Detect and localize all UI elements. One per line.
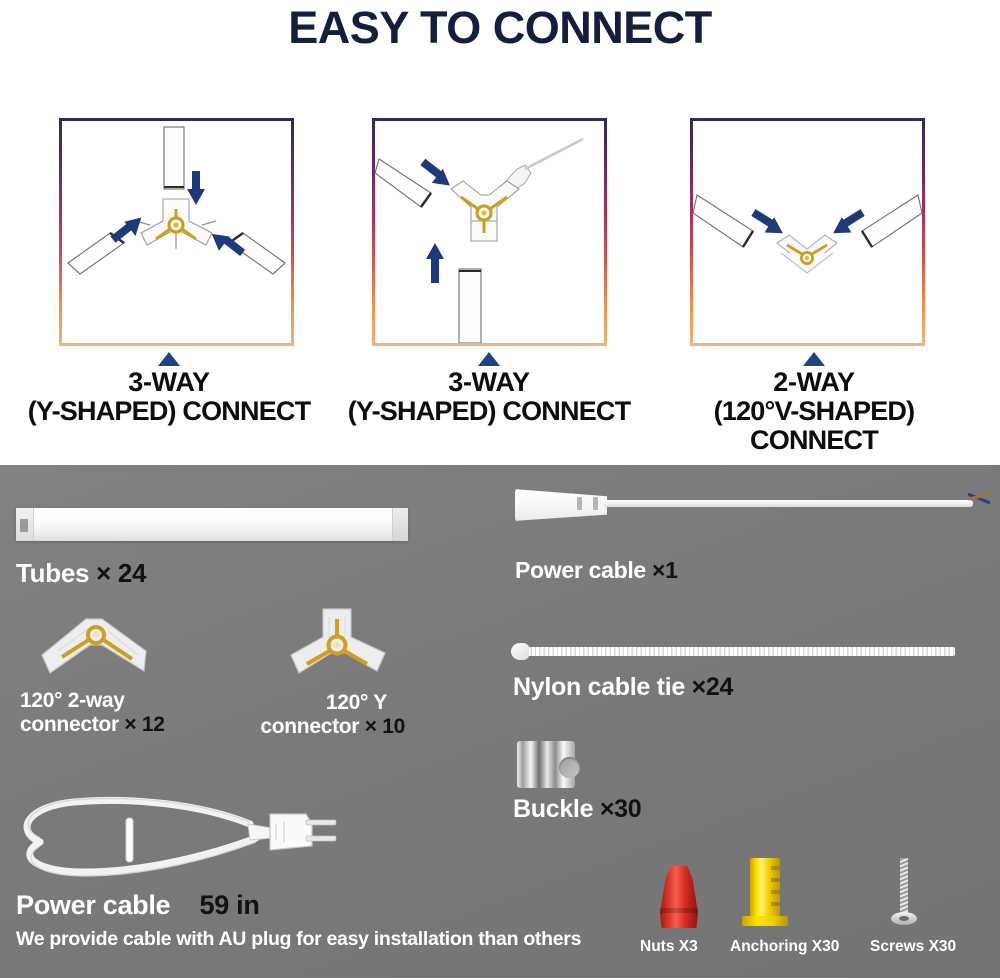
tube-end-right (392, 508, 408, 541)
cable-tie-strap-icon (523, 647, 955, 656)
panel-caption-right: 2-WAY (120°V-SHAPED) CONNECT (655, 352, 973, 455)
diagram-panel-3way-y-left (59, 118, 294, 346)
caption-line-1: 3-WAY (448, 367, 530, 397)
caption-line-1: 2-WAY (773, 367, 855, 397)
diagram-panel-2way-v-right (690, 118, 925, 346)
part-screws: Screws X30 (870, 858, 1000, 968)
part-qty: 59 in (199, 890, 260, 920)
y-connector-icon (290, 608, 386, 674)
wire-nut-icon (660, 866, 698, 928)
part-anchoring: Anchoring X30 (730, 858, 880, 968)
arrow-up-icon (426, 243, 444, 283)
part-buckle: Buckle ×30 (495, 737, 835, 847)
caption-line-1: 3-WAY (128, 367, 210, 397)
anchor-flange (742, 916, 788, 926)
part-qty: ×24 (691, 673, 734, 701)
caption-line-2: (120°V-SHAPED) CONNECT (713, 396, 915, 456)
tube-port-icon (20, 519, 28, 532)
diagram-canvas (62, 121, 291, 343)
part-name-line-1: 120° 2-way (20, 689, 125, 712)
part-note-power-cable: We provide cable with AU plug for easy i… (16, 928, 582, 950)
diagram-panel-3way-y-middle (372, 118, 607, 346)
coiled-power-cable-icon (23, 796, 337, 877)
part-label-2way-connector: 120° 2-way connector × 12 (20, 689, 165, 736)
buckle-icon (517, 741, 580, 788)
part-name: Power cable (515, 557, 646, 583)
y-connector-inverted-diagram-icon (375, 137, 584, 343)
triangle-up-icon (803, 352, 825, 366)
part-qty: × 24 (96, 558, 147, 588)
page-title: EASY TO CONNECT (288, 2, 712, 53)
part-name: Power cable (16, 890, 171, 920)
anchor-notch-2 (771, 878, 780, 882)
arrow-downleft-icon (833, 209, 865, 234)
part-name: Tubes (16, 558, 90, 588)
part-y-connector: 120° Y connector × 10 (225, 603, 445, 748)
part-label-power-cable-2: Power cable 59 in (16, 890, 260, 921)
gradient-frame (59, 118, 294, 346)
arrow-downright-icon (420, 158, 450, 186)
buckle-hole (559, 757, 580, 778)
2way-connector-icon (41, 618, 147, 674)
part-name: Buckle (513, 795, 594, 823)
part-cable-tie: Nylon cable tie ×24 (495, 635, 995, 725)
part-label-tubes: Tubes × 24 (16, 558, 147, 589)
arrow-downright-icon (751, 209, 783, 234)
part-label-nuts: Nuts X3 (640, 938, 698, 955)
part-qty: × 12 (124, 712, 165, 736)
cable-tie-head-icon (511, 643, 529, 660)
screw-shaft-icon (900, 858, 908, 916)
power-cable-wire (603, 500, 973, 507)
arrow-down-icon (187, 171, 205, 205)
led-tube-icon (16, 508, 408, 541)
power-cable-slot-1 (577, 497, 582, 510)
panel-caption-left: 3-WAY (Y-SHAPED) CONNECT (10, 352, 328, 426)
wire-nut-rib (660, 908, 698, 913)
part-power-cable-connector: Power cable ×1 (505, 475, 995, 605)
anchor-notch-1 (771, 866, 780, 870)
part-qty: × 10 (364, 714, 406, 738)
y-connector-diagram-icon (67, 126, 286, 275)
caption-line-2: (Y-SHAPED) CONNECT (347, 396, 631, 427)
part-nuts: Nuts X3 (640, 860, 730, 970)
part-tubes: Tubes × 24 (0, 465, 470, 605)
part-name-line-1: 120° Y (325, 691, 387, 714)
part-name-line-2: connector (260, 714, 360, 738)
part-qty: ×1 (652, 557, 678, 583)
screw-slot (899, 916, 909, 921)
part-label-power-cable-1: Power cable ×1 (515, 557, 678, 584)
part-label-anchoring: Anchoring X30 (730, 938, 840, 955)
anchor-notch-3 (771, 890, 780, 894)
part-qty: ×30 (599, 795, 642, 823)
part-power-cable-plug: Power cable 59 in We provide cable with … (0, 780, 640, 980)
parts-list-section: Tubes × 24 Power cable ×1 120° 2-way con… (0, 465, 1000, 978)
panel-caption-middle: 3-WAY (Y-SHAPED) CONNECT (330, 352, 648, 426)
caption-line-2: (Y-SHAPED) CONNECT (27, 396, 311, 427)
diagram-canvas (693, 121, 922, 343)
part-name-line-2: connector (20, 712, 119, 736)
arrow-upleft-icon (211, 233, 246, 257)
arrow-upright-icon (110, 217, 142, 243)
gradient-frame (690, 118, 925, 346)
gradient-frame (372, 118, 607, 346)
triangle-up-icon (158, 352, 180, 366)
part-2way-connector: 120° 2-way connector × 12 (20, 605, 220, 745)
anchor-notch-4 (771, 902, 780, 906)
v-connector-diagram-icon (693, 194, 922, 274)
connection-guide-section: EASY TO CONNECT (0, 0, 1000, 465)
part-label-cable-tie: Nylon cable tie ×24 (513, 673, 733, 702)
triangle-up-icon (478, 352, 500, 366)
part-name: Nylon cable tie (513, 673, 685, 701)
part-label-y-connector: 120° Y connector × 10 (225, 691, 405, 738)
part-label-screws: Screws X30 (870, 938, 957, 955)
wall-anchor-icon (750, 858, 780, 926)
part-label-buckle: Buckle ×30 (513, 795, 642, 824)
power-cable-slot-2 (593, 497, 598, 510)
diagram-canvas (375, 121, 604, 343)
